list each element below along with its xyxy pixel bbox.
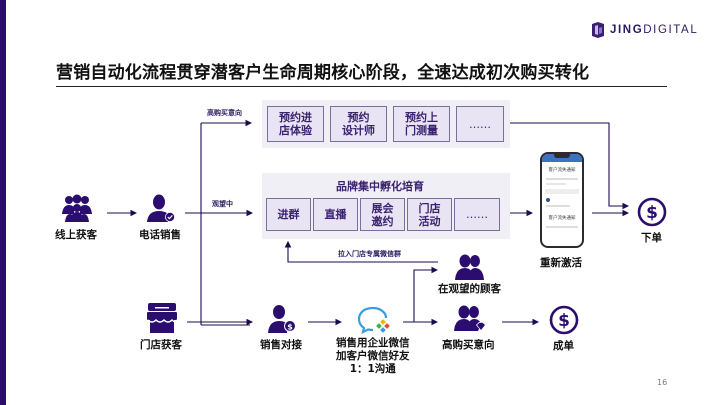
dollar-deal-icon: $ <box>549 305 579 335</box>
phone-notice-heading: 客户流失通知 <box>548 168 576 173</box>
node-sales-contact: 销售对接 <box>260 339 302 351</box>
watching-customers-icon <box>455 254 484 280</box>
group-people-icon <box>62 194 92 222</box>
phone-notch <box>554 154 570 158</box>
dollar-order-icon: $ <box>637 197 667 227</box>
phone-screen: 客户流失通知 客户流失通知 <box>542 154 582 246</box>
wecom-icon <box>357 306 390 334</box>
sales-contact-icon: $ <box>268 305 296 333</box>
arrow-pull-into-group <box>284 240 438 263</box>
node-store-acquisition: 门店获客 <box>140 339 182 351</box>
top-box-more: …… <box>456 106 504 142</box>
top-box-store-visit: 预约进 店体验 <box>267 106 324 142</box>
store-icon <box>147 303 178 333</box>
phone-mockup: 客户流失通知 客户流失通知 <box>540 152 584 248</box>
left-accent-bar <box>0 0 6 405</box>
branch-label-pull-into-group: 拉入门店专属微信群 <box>338 250 401 258</box>
branch-label-high-intent: 高购买意向 <box>207 109 242 117</box>
brand-logo: JINGDIGITAL <box>591 22 698 38</box>
incubation-box-livestream: 直播 <box>313 198 358 231</box>
sales-agent-icon <box>147 194 175 222</box>
svg-text:$: $ <box>287 323 293 332</box>
node-watching-customers: 在观望的顾客 <box>438 283 501 295</box>
high-intent-customers-icon <box>454 305 486 331</box>
page-title: 营销自动化流程贯穿潜客户生命周期核心阶段，全速达成初次购买转化 <box>56 63 590 83</box>
page-number: 16 <box>657 378 668 387</box>
incubation-box-store-event: 门店 活动 <box>407 198 452 231</box>
top-box-designer: 预约 设计师 <box>330 106 387 142</box>
node-wecom-add-friend: 销售用企业微信 加客户微信好友 1：1沟通 <box>336 337 410 375</box>
branch-label-watching: 观望中 <box>212 200 233 208</box>
title-divider <box>56 86 667 87</box>
node-phone-sales: 电话销售 <box>139 229 181 241</box>
arrow-to-watching <box>413 266 439 322</box>
incubation-title: 品牌集中孵化培育 <box>336 180 424 193</box>
svg-text:$: $ <box>558 311 570 331</box>
phone-header-bar <box>542 154 582 162</box>
node-reactivate: 重新激活 <box>540 257 582 269</box>
node-order: 下单 <box>641 232 662 244</box>
node-high-intent-customers: 高购买意向 <box>442 339 495 351</box>
jingdigital-logo-icon <box>592 22 604 38</box>
incubation-box-more: …… <box>454 198 500 231</box>
incubation-box-expo-invite: 展会 邀约 <box>360 198 405 231</box>
node-online-acquisition: 线上获客 <box>55 229 97 241</box>
top-box-home-measure: 预约上 门测量 <box>393 106 450 142</box>
incubation-box-join-group: 进群 <box>266 198 311 231</box>
phone-notice-heading-2: 客户流失通知 <box>548 216 576 221</box>
logo-text: JINGDIGITAL <box>610 24 699 36</box>
svg-text:$: $ <box>646 203 658 223</box>
arrow-top-to-order <box>510 122 630 210</box>
node-deal: 成单 <box>553 340 574 352</box>
